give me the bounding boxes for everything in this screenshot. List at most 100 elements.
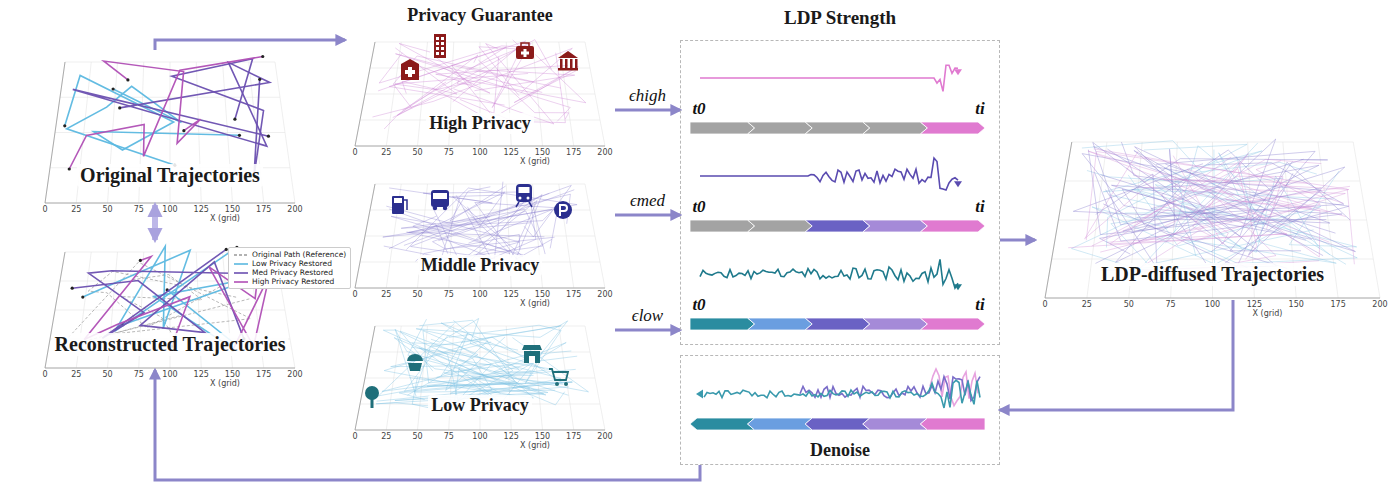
bus-icon [431, 190, 449, 210]
axis-tick: 125 [1247, 300, 1262, 309]
axis-tick: 25 [1082, 300, 1092, 309]
legend-swatch [233, 261, 249, 267]
axis-tick: 100 [472, 148, 487, 157]
axis-tick: 50 [102, 205, 112, 214]
axis-tick: 75 [444, 148, 454, 157]
axis-tick: 100 [162, 205, 177, 214]
trajectory-set [1068, 149, 1354, 272]
panel-title: LDP-diffused Trajectories [1098, 263, 1327, 286]
noise-signal [704, 380, 980, 408]
time-bar [690, 122, 985, 134]
axis-tick: 175 [566, 290, 581, 299]
cupcake-icon [407, 354, 423, 371]
axis-tick: 50 [412, 432, 422, 441]
arrow-head [954, 284, 962, 290]
legend-text: Low Privacy Restored [252, 259, 332, 268]
legend-box: Original Path (Reference)Low Privacy Res… [228, 247, 351, 289]
axis-tick: 100 [1205, 300, 1220, 309]
plot-panel: High Privacy [345, 30, 615, 148]
legend-swatch [233, 252, 249, 258]
flow-arrow [615, 109, 680, 112]
cart-icon [549, 369, 568, 386]
edge-label: ϵlow [630, 306, 665, 326]
edge-label: ϵhigh [627, 86, 668, 106]
axis-title: X (grid) [210, 379, 240, 388]
tree-icon [365, 386, 379, 408]
axis-tick: 50 [412, 148, 422, 157]
axis-tick: 50 [1124, 300, 1134, 309]
axis-tick: 175 [256, 205, 271, 214]
plot-panel: LDP-diffused Trajectories [1035, 130, 1390, 300]
axis-tick: 125 [504, 148, 519, 157]
time-label: t0 [692, 197, 705, 217]
bank-icon [558, 51, 578, 71]
noise-signal [700, 65, 958, 91]
panel-title: Original Trajectories [77, 164, 263, 187]
axis-tick: 0 [352, 432, 357, 441]
trajectory-set [383, 182, 577, 265]
box-heading: LDP Strength [784, 7, 896, 29]
panel-title: Denoise [807, 440, 873, 461]
plot-panel: Low Privacy [345, 314, 615, 432]
axis-tick: 150 [535, 148, 550, 157]
axis-tick: 75 [1166, 300, 1176, 309]
medbox-icon [516, 43, 534, 59]
trajectory-set [68, 55, 265, 171]
flow-arrow [155, 370, 700, 480]
time-label: ti [975, 295, 984, 315]
plot-panel: Middle Privacy [345, 172, 615, 290]
time-label: t0 [692, 99, 705, 119]
axis-tick: 200 [1372, 300, 1387, 309]
plot-plane [45, 62, 295, 203]
flow-arrow [152, 205, 158, 240]
store-icon [522, 345, 542, 363]
axis-tick: 50 [102, 370, 112, 379]
plot-plane [355, 326, 605, 430]
axis-tick: 25 [71, 205, 81, 214]
flow-arrow [155, 40, 345, 50]
panel-title: Reconstructed Trajectories [52, 333, 289, 356]
noise-signal [700, 158, 958, 190]
trajectory-set [1072, 141, 1358, 269]
legend-swatch [233, 279, 249, 285]
panel-title: High Privacy [426, 113, 534, 134]
time-label: ti [975, 99, 984, 119]
legend-text: Original Path (Reference) [252, 250, 346, 259]
flow-arrow [615, 329, 680, 332]
legend-text: High Privacy Restored [252, 277, 334, 286]
legend-text: Med Privacy Restored [252, 268, 333, 277]
trajectory-set [1073, 139, 1355, 271]
axis-tick: 50 [412, 290, 422, 299]
axis-tick: 25 [381, 290, 391, 299]
axis-tick: 0 [42, 205, 47, 214]
axis-title: X (grid) [520, 299, 550, 308]
axis-tick: 125 [194, 205, 209, 214]
axis-title: X (grid) [1253, 309, 1283, 318]
time-bar [690, 220, 985, 232]
building-icon [434, 34, 446, 58]
flow-arrow [615, 214, 680, 217]
dashed-box: Denoise [680, 355, 1000, 465]
trajectory-set [71, 248, 246, 341]
train-icon [516, 184, 532, 207]
axis-tick: 75 [444, 290, 454, 299]
plot-plane [355, 42, 605, 146]
axis-tick: 125 [504, 290, 519, 299]
axis-tick: 150 [225, 205, 240, 214]
axis-title: X (grid) [210, 214, 240, 223]
panel-title: Middle Privacy [418, 255, 542, 276]
plot-plane [355, 184, 605, 288]
axis-tick: 175 [1330, 300, 1345, 309]
axis-tick: 175 [256, 370, 271, 379]
time-bar [690, 318, 985, 330]
arrow-head [696, 390, 703, 399]
axis-tick: 25 [381, 432, 391, 441]
group-heading: Privacy Guarantee [407, 4, 552, 26]
trajectory-set [73, 59, 270, 177]
arrow-head [954, 181, 962, 187]
axis-tick: 25 [381, 148, 391, 157]
arrow-head [954, 69, 962, 75]
axis-tick: 200 [287, 370, 302, 379]
